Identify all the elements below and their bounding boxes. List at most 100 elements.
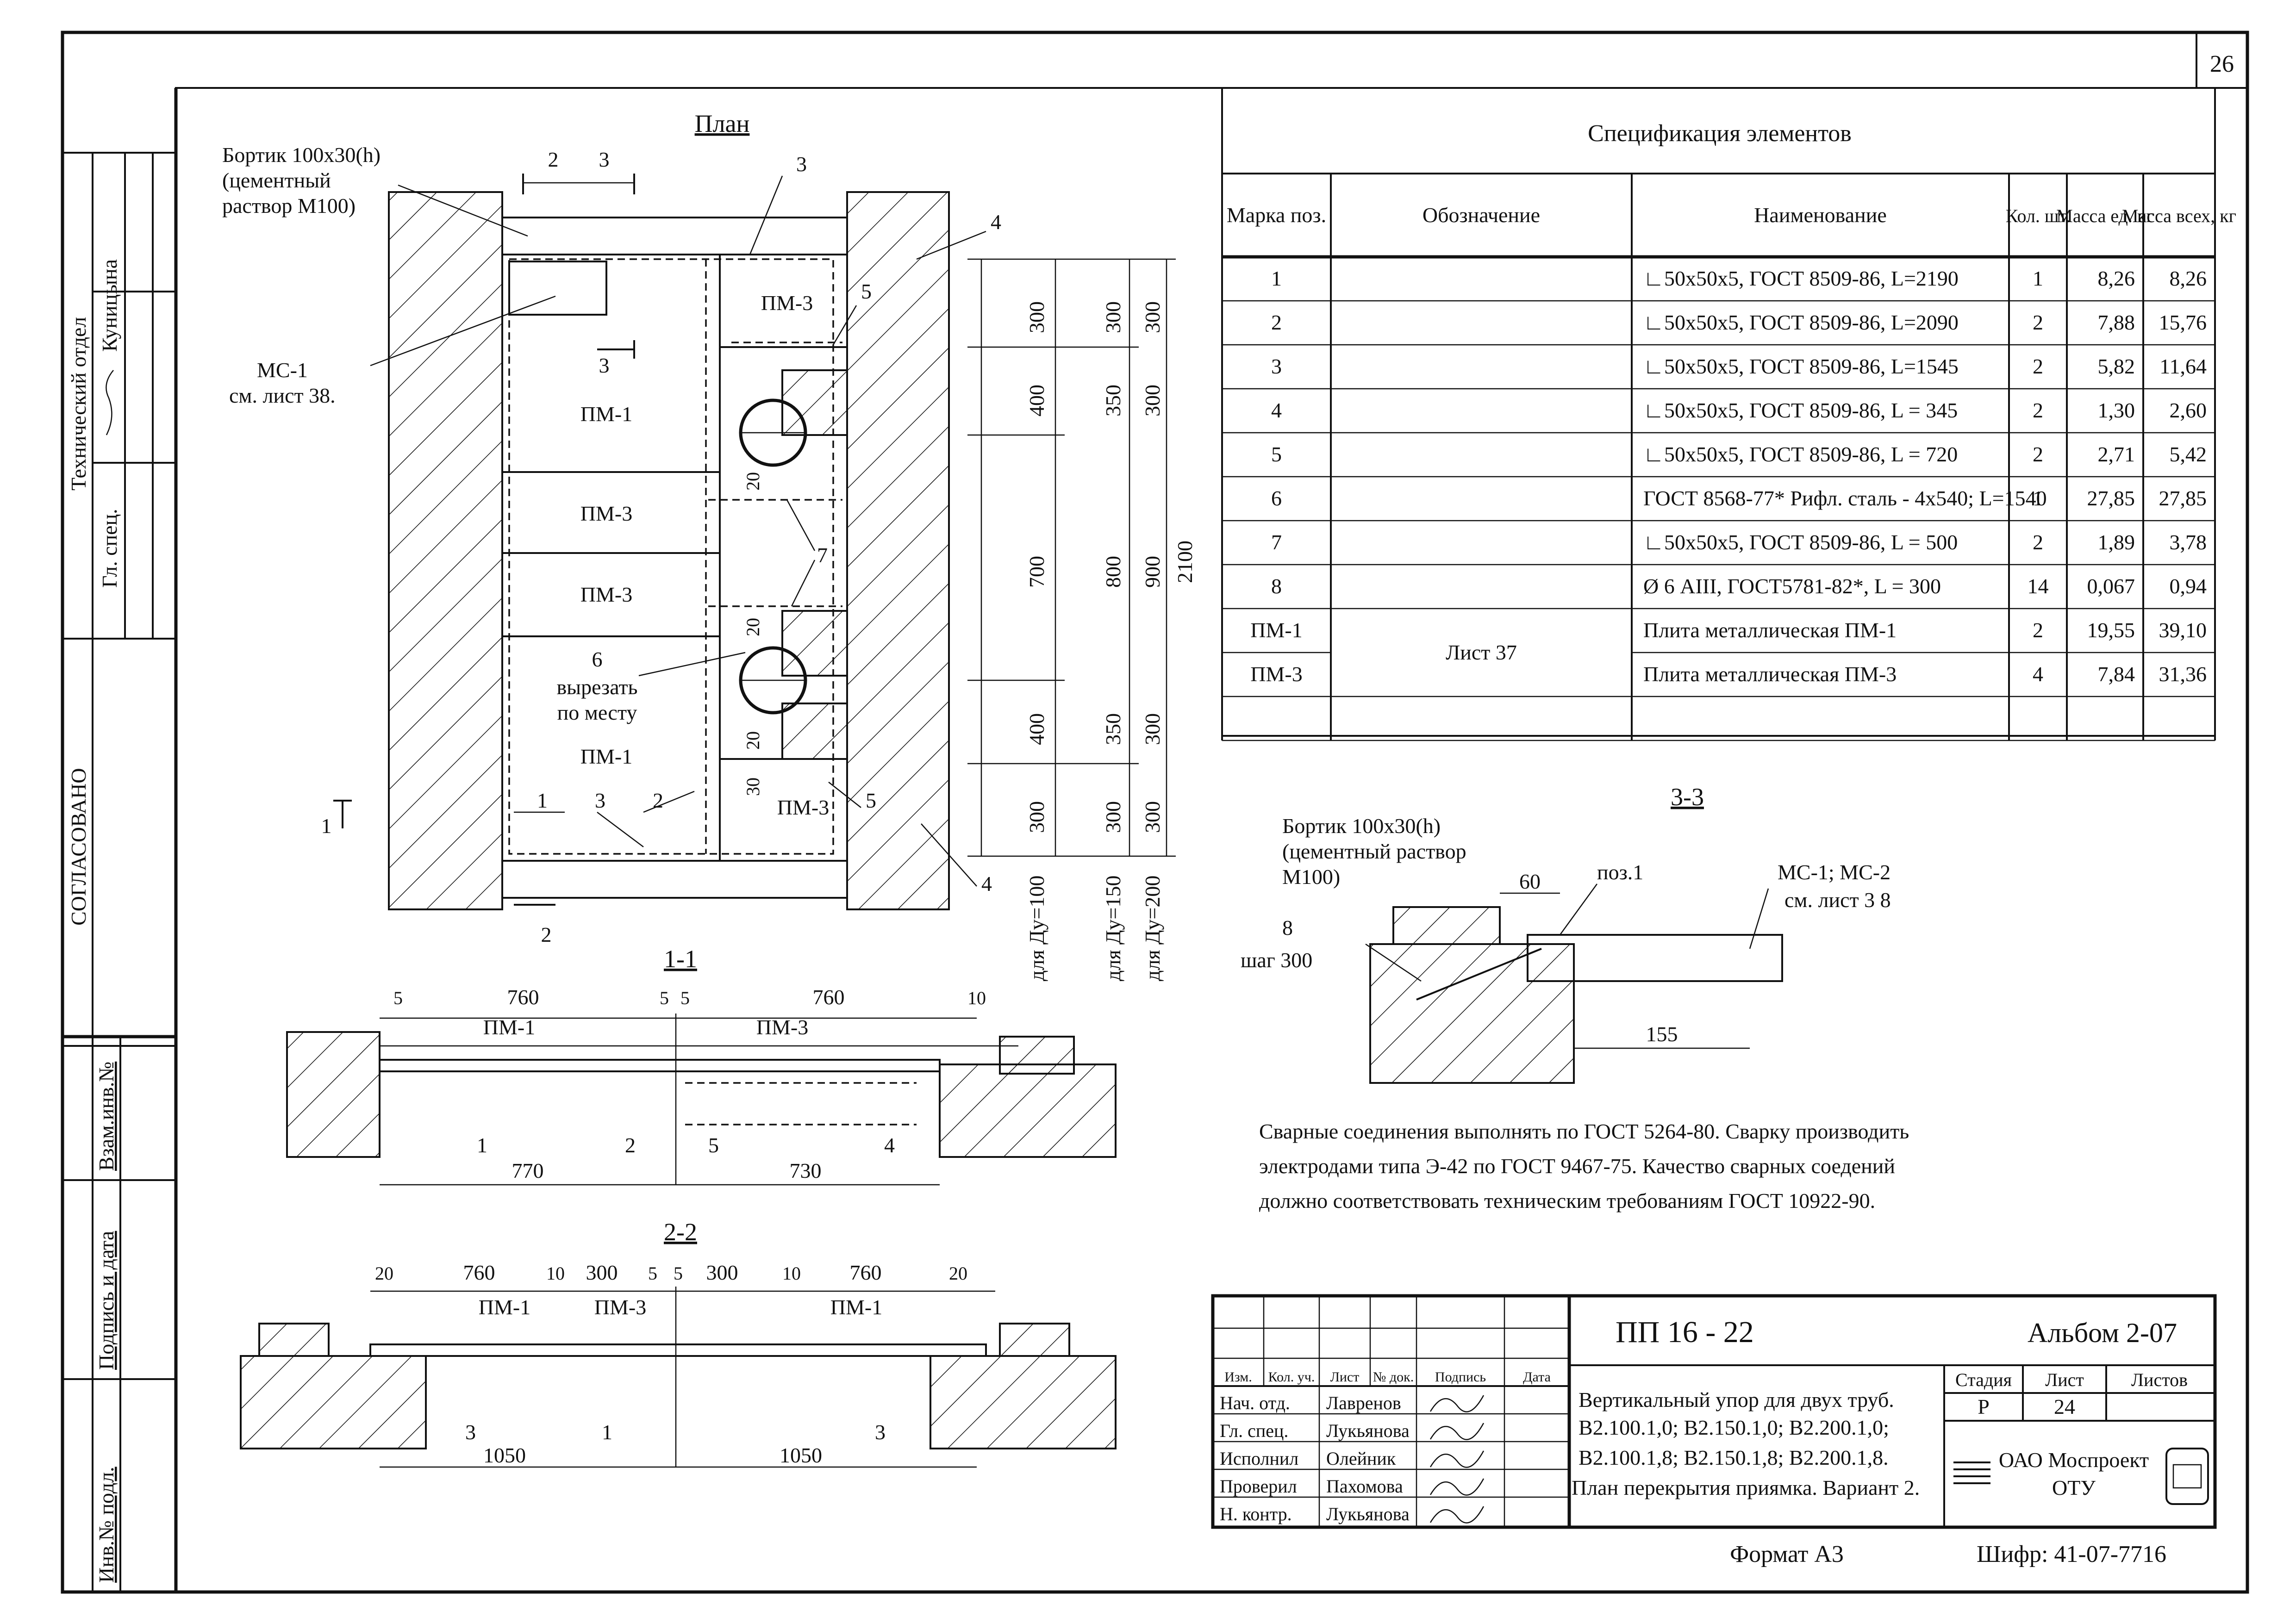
section-mark: 1 [321,814,332,838]
dim-col3: 300 [1141,385,1164,417]
dim-2-2: 5 [648,1263,657,1284]
spec-cell-mark: 6 [1271,486,1282,510]
callout: 5 [861,280,872,303]
plan-left-wall [388,191,503,910]
dim-col1: 400 [1025,713,1048,745]
spec-header: Обозначение [1423,203,1540,227]
spec-cell-total: 0,94 [2170,574,2207,598]
plan-view: План ПМ-3 ПМ-1 ПМ-3 ПМ-3 ПМ-1 ПМ-3 [222,110,1197,981]
callout: 2 [653,789,663,812]
spec-cell-total: 8,26 [2170,267,2207,290]
cut-note: 6 [592,647,603,671]
spec-cell-mark: ПМ-1 [1250,618,1302,642]
du-label: для Ду=150 [1101,876,1125,981]
section-2-2-callout: 3 [875,1420,886,1444]
section-2-2-panel: ПМ-3 [594,1295,646,1319]
spec-cell-qty: 2 [2033,311,2043,334]
spec-cell-unit: 8,26 [2098,267,2135,290]
tb-role: Исполнил [1220,1448,1298,1469]
dim-2-2: 760 [850,1261,882,1284]
spec-cell-qty: 2 [2033,530,2043,554]
cut-note: по месту [557,701,637,724]
spec-cell-unit: 7,88 [2098,311,2135,334]
dim-col1: 700 [1025,556,1048,588]
spec-cell-total: 11,64 [2159,354,2207,378]
dim-col3: 300 [1141,301,1164,333]
dim-col2: 300 [1101,801,1125,833]
doc-description: В2.100.1,0; В2.150.1,0; В2.200.1,0; [1578,1416,1889,1439]
spec-cell-mark: 3 [1271,354,1282,378]
spec-cell-name: ∟50х50х5, ГОСТ 8509-86, L=2090 [1643,311,1959,334]
cut-note: вырезать [556,675,637,699]
section-mark: 2 [541,923,552,946]
section-2-2-title: 2-2 [664,1218,697,1246]
section-2-2-panel: ПМ-1 [479,1295,530,1319]
dim-2-2: 5 [674,1263,683,1284]
dim-col3: 300 [1141,801,1164,833]
section-1-1-callout: 1 [477,1133,487,1157]
plan-panel: ПМ-1 [580,402,632,426]
callout: 4 [991,210,1001,234]
callout: 20 [742,618,763,636]
spec-cell-mark: ПМ-3 [1250,662,1302,686]
spec-table: Спецификация элементов Марка поз.Обознач… [1221,87,2236,741]
sheet-value: 24 [2054,1395,2075,1418]
plan-title: План [695,110,750,137]
spec-cell-unit: 19,55 [2087,618,2135,642]
note-line: Сварные соединения выполнять по ГОСТ 526… [1259,1119,1909,1143]
spec-header: Марка поз. [1227,203,1326,227]
side-stamp: Технический отдел Куницына Гл. спец. СОГ… [61,152,177,1592]
tb-col-header: Дата [1523,1369,1551,1385]
section-1-1-title: 1-1 [664,945,697,973]
dim-col1: 300 [1025,301,1048,333]
org-logo-icon [1953,1461,1990,1484]
spec-cell-qty: 2 [2033,442,2043,466]
tech-dept-label: Технический отдел [67,317,90,491]
notes-block: Сварные соединения выполнять по ГОСТ 526… [1259,1119,1909,1213]
mc1-plate [508,261,607,316]
spec-cell-total: 31,36 [2159,662,2207,686]
mc1-label: МС-1 [257,358,308,382]
stage-label: Стадия [1955,1369,2012,1390]
tb-col-header: № док. [1373,1369,1414,1385]
agreed-label: СОГЛАСОВАНО [67,768,90,926]
spec-cell-unit: 5,82 [2098,354,2135,378]
callout: 3 [796,152,807,176]
plan-border-note: (цементный [222,168,331,192]
tb-person: Лукьянова [1326,1504,1410,1524]
section-3-3-border-note: (цементный раствор [1282,839,1466,863]
section-1-1: 1-1 5 760 5 5 760 10 ПМ-1 ПМ-3 770 730 1… [286,945,1117,1186]
cipher-label: Шифр: 41-07-7716 [1977,1541,2166,1567]
plan-right-wall [846,191,950,910]
dim-col1: 400 [1025,385,1048,417]
dim-2-2: 760 [463,1261,495,1284]
chief-spec-label: Гл. спец. [98,509,121,588]
doc-code: ПП 16 - 22 [1616,1315,1754,1349]
dim-60: 60 [1519,870,1541,893]
plan-panel: ПМ-1 [580,745,632,768]
dim-col2: 350 [1101,385,1125,417]
page-number: 26 [2210,51,2234,77]
callout: 4 [981,872,992,895]
note-line: электродами типа Э-42 по ГОСТ 9467-75. К… [1259,1154,1895,1178]
spec-cell-mark: 1 [1271,267,1282,290]
spec-cell-name: ∟50х50х5, ГОСТ 8509-86, L = 720 [1643,442,1958,466]
spec-cell-unit: 1,89 [2098,530,2135,554]
dim-1-1: 760 [813,985,845,1009]
spec-cell-unit: 7,84 [2098,662,2135,686]
dim-2-2: 300 [706,1261,738,1284]
dim-1-1: 760 [507,985,539,1009]
dim-2-2: 20 [949,1263,967,1284]
du-label: для Ду=200 [1141,876,1164,981]
spec-cell-name: ГОСТ 8568-77* Рифл. сталь - 4х540; L=154… [1643,486,2047,510]
dim-1-1: 5 [393,988,403,1008]
quality-seal-icon [2165,1448,2209,1505]
pos1-label: поз.1 [1597,860,1643,884]
section-2-2-callout: 3 [465,1420,476,1444]
spec-cell-unit: 27,85 [2087,486,2135,510]
spec-cell-designation: Лист 37 [1446,640,1517,664]
dim-2-2: 300 [586,1261,618,1284]
mc1-label: см. лист 38. [229,384,336,407]
album-label: Альбом 2-07 [2028,1318,2177,1348]
